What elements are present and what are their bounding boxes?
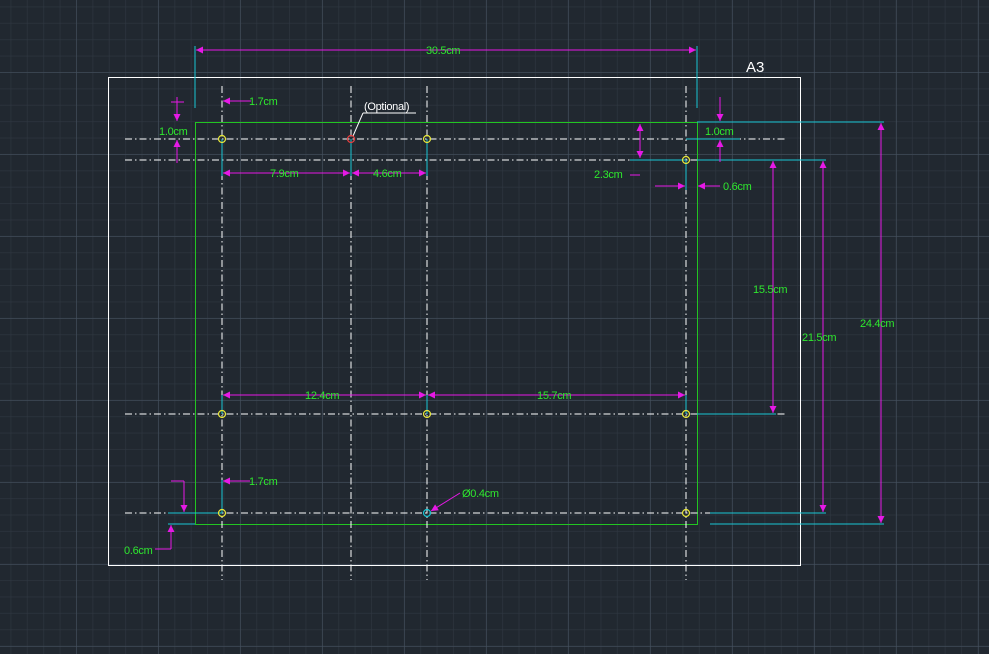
dim-top-right-y-label: 1.0cm	[705, 126, 734, 138]
dim-span-left-label: 12.4cm	[305, 390, 339, 402]
optional-note: (Optional)	[364, 101, 409, 113]
dim-top-left-x-label: 1.7cm	[249, 96, 278, 108]
dim-top-left-y-label: 1.0cm	[159, 126, 188, 138]
board-outline	[195, 122, 698, 525]
mounting-holes	[217, 134, 691, 518]
dim-bottom-left-y-label: 0.6cm	[124, 545, 153, 557]
dim-span-right-label: 15.7cm	[537, 390, 571, 402]
mounting-hole	[681, 409, 691, 419]
dim-vertical-overall-label: 24.4cm	[860, 318, 894, 330]
dim-right-drop-label: 2.3cm	[594, 169, 623, 181]
hole-diameter-leader	[430, 492, 461, 512]
a3-sheet-border	[108, 77, 801, 566]
dimension-lines	[155, 46, 885, 550]
dim-right-x-label: 0.6cm	[723, 181, 752, 193]
optional-leader	[352, 112, 416, 137]
mounting-hole	[681, 508, 691, 518]
centerlines	[125, 86, 786, 580]
mounting-hole	[217, 508, 227, 518]
sheet-size-label: A3	[746, 59, 764, 76]
dim-spacing-a-label: 7.9cm	[270, 168, 299, 180]
dim-overall-width-label: 30.5cm	[426, 45, 460, 57]
extension-lines	[168, 46, 884, 525]
mounting-hole	[681, 155, 691, 165]
mounting-hole	[217, 409, 227, 419]
mounting-hole	[422, 409, 432, 419]
dim-bottom-left-x-label: 1.7cm	[249, 476, 278, 488]
dim-vertical-mid-label: 21.5cm	[802, 332, 836, 344]
dim-hole-diameter-label: Ø0.4cm	[462, 488, 499, 500]
mounting-hole	[422, 508, 432, 518]
mounting-hole	[422, 134, 432, 144]
dim-spacing-b-label: 4.6cm	[373, 168, 402, 180]
mounting-hole	[217, 134, 227, 144]
optional-mounting-hole	[346, 134, 356, 144]
dim-vertical-inner-label: 15.5cm	[753, 284, 787, 296]
